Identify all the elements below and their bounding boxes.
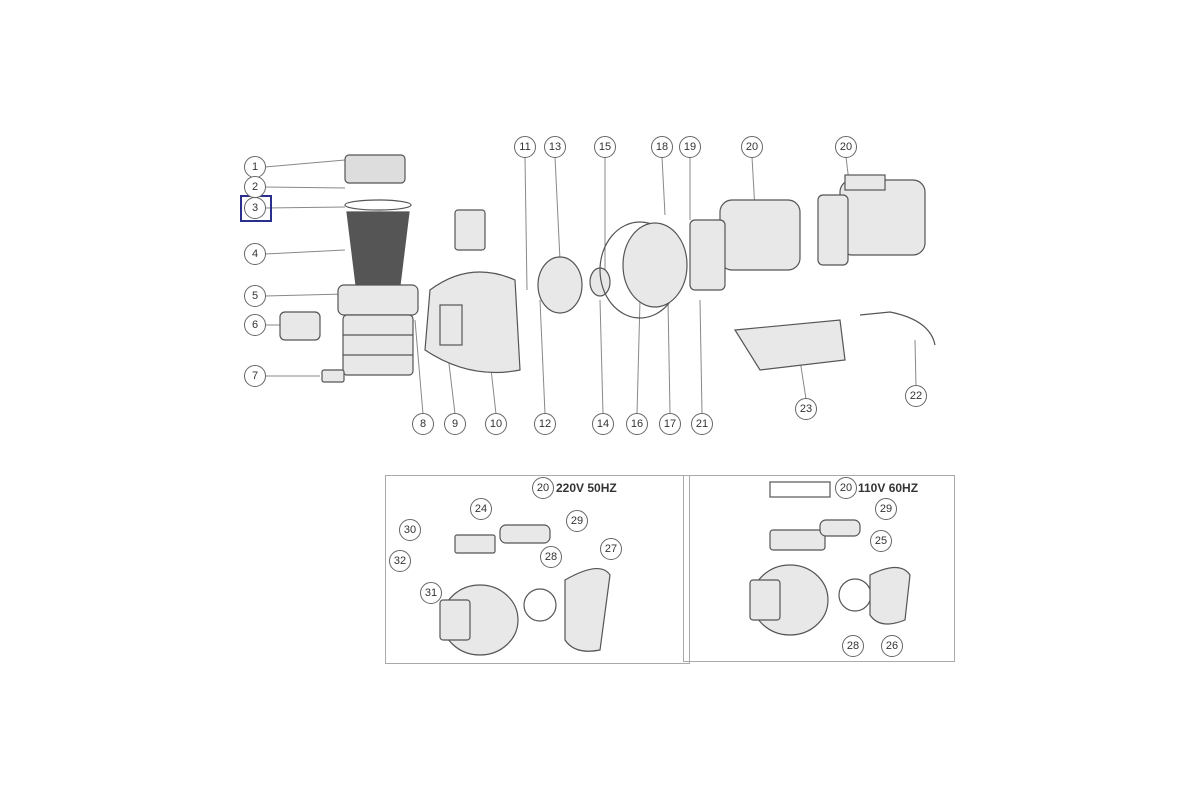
inset1-callout-29[interactable]: 29: [566, 510, 588, 532]
inset2-callout-28[interactable]: 28: [842, 635, 864, 657]
callout-22[interactable]: 22: [905, 385, 927, 407]
callout-18[interactable]: 18: [651, 136, 673, 158]
inset2-callout-20[interactable]: 20: [835, 477, 857, 499]
callout-15[interactable]: 15: [594, 136, 616, 158]
inset2-callout-25[interactable]: 25: [870, 530, 892, 552]
callout-5[interactable]: 5: [244, 285, 266, 307]
callout-12[interactable]: 12: [534, 413, 556, 435]
callout-19[interactable]: 19: [679, 136, 701, 158]
callout-17[interactable]: 17: [659, 413, 681, 435]
inset2-callout-26[interactable]: 26: [881, 635, 903, 657]
inset1-callout-27[interactable]: 27: [600, 538, 622, 560]
callout-23[interactable]: 23: [795, 398, 817, 420]
callout-13[interactable]: 13: [544, 136, 566, 158]
callout-6[interactable]: 6: [244, 314, 266, 336]
inset-220v-50hz: [385, 475, 690, 664]
callout-11[interactable]: 11: [514, 136, 536, 158]
callout-14[interactable]: 14: [592, 413, 614, 435]
inset1-voltage-label: 220V 50HZ: [556, 481, 617, 495]
callout-16[interactable]: 16: [626, 413, 648, 435]
inset2-callout-29[interactable]: 29: [875, 498, 897, 520]
callout-1[interactable]: 1: [244, 156, 266, 178]
callout-4[interactable]: 4: [244, 243, 266, 265]
inset1-callout-20[interactable]: 20: [532, 477, 554, 499]
callout-3[interactable]: 3: [244, 197, 266, 219]
inset2-voltage-label: 110V 60HZ: [858, 481, 919, 495]
inset1-callout-28[interactable]: 28: [540, 546, 562, 568]
callout-21[interactable]: 21: [691, 413, 713, 435]
callout-10[interactable]: 10: [485, 413, 507, 435]
callout-20-motor-b[interactable]: 20: [835, 136, 857, 158]
callout-8[interactable]: 8: [412, 413, 434, 435]
inset1-callout-32[interactable]: 32: [389, 550, 411, 572]
callout-7[interactable]: 7: [244, 365, 266, 387]
inset1-callout-30[interactable]: 30: [399, 519, 421, 541]
inset1-callout-24[interactable]: 24: [470, 498, 492, 520]
callout-2[interactable]: 2: [244, 176, 266, 198]
callout-20-motor-a[interactable]: 20: [741, 136, 763, 158]
inset1-callout-31[interactable]: 31: [420, 582, 442, 604]
callout-9[interactable]: 9: [444, 413, 466, 435]
inset-110v-60hz: [683, 475, 955, 662]
